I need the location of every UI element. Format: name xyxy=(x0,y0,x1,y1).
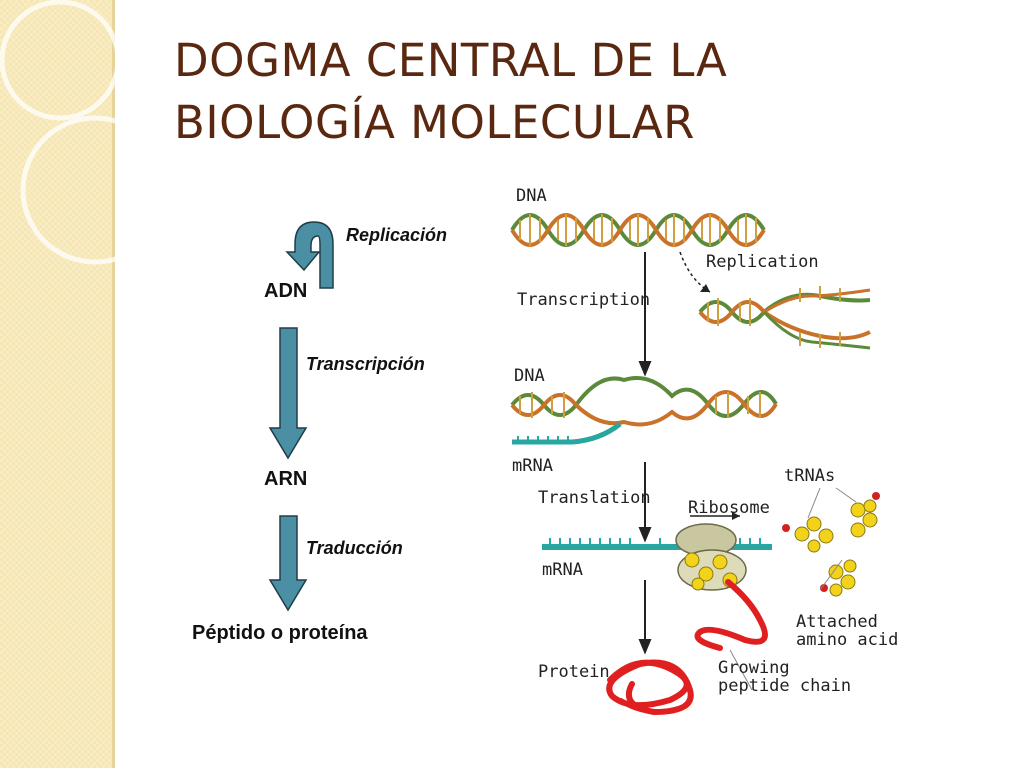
ill-label-dna-mid: DNA xyxy=(514,366,545,386)
ill-label-protein: Protein xyxy=(538,662,610,682)
ill-label-ribosome: Ribosome xyxy=(688,498,770,518)
label-transcripcion: Transcripción xyxy=(306,354,425,374)
ill-label-mrna-2: mRNA xyxy=(542,560,583,580)
title-line-1: DOGMA CENTRAL DE LA xyxy=(174,34,728,87)
decorative-circles xyxy=(0,0,170,265)
protein-folded xyxy=(606,659,694,716)
ill-label-mrna-1: mRNA xyxy=(512,456,553,476)
decor-circle-2 xyxy=(20,115,170,265)
growing-peptide-chain xyxy=(694,579,768,691)
dna-helix-top xyxy=(510,213,766,247)
ill-label-translation: Translation xyxy=(538,488,651,508)
decorative-divider xyxy=(112,0,115,768)
label-traduccion: Traducción xyxy=(306,538,403,558)
label-peptido: Péptido o proteína xyxy=(192,622,368,644)
ill-label-attached-2: amino acid xyxy=(796,630,899,650)
ill-label-transcription: Transcription xyxy=(517,290,651,310)
decor-circle-1 xyxy=(0,0,121,121)
trna-molecules xyxy=(782,487,880,597)
mrna-strand-translation xyxy=(542,538,772,550)
dna-replication-fork xyxy=(698,286,871,350)
ill-label-replication: Replication xyxy=(706,252,819,272)
ill-label-trnas: tRNAs xyxy=(784,466,836,486)
label-replicacion: Replicación xyxy=(346,225,448,245)
illustration-arrows xyxy=(638,252,652,655)
replication-curved-arrow xyxy=(285,221,334,289)
dna-transcription-bubble xyxy=(510,376,778,445)
ill-label-growing-2: peptide chain xyxy=(718,676,852,696)
ribosome xyxy=(675,512,747,591)
label-adn: ADN xyxy=(264,280,308,302)
ill-label-attached-1: Attached xyxy=(796,612,878,632)
translation-down-arrow xyxy=(268,515,308,612)
label-arn: ARN xyxy=(264,468,308,490)
transcription-down-arrow xyxy=(268,327,308,460)
ill-label-dna-top: DNA xyxy=(516,186,547,206)
page-title: DOGMA CENTRAL DE LA BIOLOGÍA MOLECULAR xyxy=(174,30,974,154)
ill-label-growing-1: Growing xyxy=(718,658,790,678)
title-line-2: BIOLOGÍA MOLECULAR xyxy=(174,96,695,149)
